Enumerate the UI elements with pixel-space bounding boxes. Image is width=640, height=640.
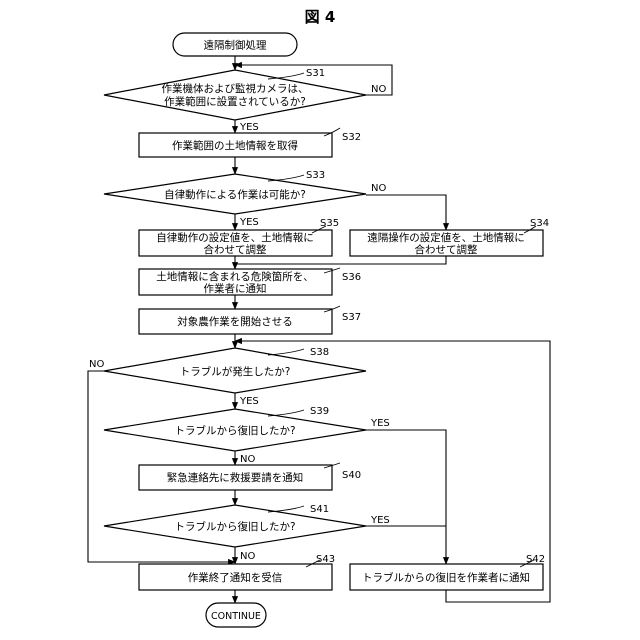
s41-step-label: S41 bbox=[310, 504, 329, 515]
s35-step-label: S35 bbox=[320, 218, 339, 229]
s43-text: 作業終了通知を受信 bbox=[188, 571, 283, 584]
s41-text: トラブルから復旧したか? bbox=[174, 520, 295, 533]
s38-leader bbox=[268, 349, 304, 355]
s36-text-line2: 作業者に通知 bbox=[204, 282, 267, 295]
node-s34: 遠隔操作の設定値を、土地情報に 合わせて調整 S34 bbox=[350, 218, 549, 256]
figure-title: 図 4 bbox=[305, 8, 336, 26]
edge-s39-yes bbox=[366, 430, 446, 564]
s31-step-label: S31 bbox=[306, 68, 325, 79]
s40-step-label: S40 bbox=[342, 470, 361, 481]
s43-step-label: S43 bbox=[316, 554, 335, 565]
node-s41: トラブルから復旧したか? S41 bbox=[104, 504, 366, 547]
end-label: CONTINUE bbox=[211, 611, 261, 622]
s38-no-label: NO bbox=[89, 359, 104, 370]
s32-text: 作業範囲の土地情報を取得 bbox=[172, 139, 298, 152]
s31-no-label: NO bbox=[371, 84, 386, 95]
s39-no-label: NO bbox=[240, 454, 255, 465]
node-s37: 対象農作業を開始させる S37 bbox=[139, 306, 361, 334]
edge-s33-no bbox=[366, 195, 446, 230]
node-start: 遠隔制御処理 bbox=[173, 33, 297, 56]
s31-text-line2: 作業範囲に設置されているか? bbox=[164, 95, 306, 108]
s38-step-label: S38 bbox=[310, 347, 329, 358]
s36-text-line1: 土地情報に含まれる危険箇所を、 bbox=[156, 270, 314, 283]
s38-yes-label: YES bbox=[239, 396, 259, 407]
s35-text-line2: 合わせて調整 bbox=[204, 243, 267, 256]
s36-step-label: S36 bbox=[342, 272, 361, 283]
node-end: CONTINUE bbox=[206, 603, 266, 627]
s39-yes-label: YES bbox=[370, 418, 390, 429]
s35-text-line1: 自律動作の設定値を、土地情報に bbox=[156, 231, 314, 244]
s37-text: 対象農作業を開始させる bbox=[177, 315, 293, 328]
edge-s34-merge bbox=[235, 256, 446, 264]
node-s31: 作業機体および監視カメラは、 作業範囲に設置されているか? S31 bbox=[104, 68, 366, 120]
s34-text-line1: 遠隔操作の設定値を、土地情報に bbox=[367, 231, 525, 244]
node-s43: 作業終了通知を受信 S43 bbox=[139, 554, 335, 590]
s33-leader bbox=[268, 175, 304, 181]
node-s33: 自律動作による作業は可能か? S33 bbox=[104, 170, 366, 214]
node-s40: 緊急連絡先に救援要請を通知 S40 bbox=[139, 463, 361, 490]
s41-leader bbox=[268, 506, 304, 512]
s33-no-label: NO bbox=[371, 183, 386, 194]
node-s42: トラブルからの復旧を作業者に通知 S42 bbox=[350, 554, 545, 590]
s39-leader bbox=[268, 410, 304, 416]
s42-text: トラブルからの復旧を作業者に通知 bbox=[362, 571, 530, 584]
s34-step-label: S34 bbox=[530, 218, 549, 229]
s34-text-line2: 合わせて調整 bbox=[415, 243, 478, 256]
node-s36: 土地情報に含まれる危険箇所を、 作業者に通知 S36 bbox=[139, 268, 361, 295]
s31-diamond bbox=[104, 70, 366, 120]
s31-text-line1: 作業機体および監視カメラは、 bbox=[162, 82, 309, 95]
s33-yes-label: YES bbox=[239, 217, 259, 228]
start-label: 遠隔制御処理 bbox=[204, 39, 267, 52]
node-s38: トラブルが発生したか? S38 bbox=[104, 347, 366, 393]
s39-text: トラブルから復旧したか? bbox=[174, 424, 295, 437]
s40-text: 緊急連絡先に救援要請を通知 bbox=[167, 471, 304, 484]
s31-leader bbox=[268, 73, 304, 79]
s41-yes-label: YES bbox=[370, 515, 390, 526]
s33-step-label: S33 bbox=[306, 170, 325, 181]
s31-yes-label: YES bbox=[239, 122, 259, 133]
s33-text: 自律動作による作業は可能か? bbox=[164, 188, 306, 201]
s41-no-label: NO bbox=[240, 551, 255, 562]
s39-step-label: S39 bbox=[310, 406, 329, 417]
s32-step-label: S32 bbox=[342, 132, 361, 143]
s42-step-label: S42 bbox=[526, 554, 545, 565]
s37-step-label: S37 bbox=[342, 312, 361, 323]
s38-text: トラブルが発生したか? bbox=[180, 365, 291, 378]
node-s39: トラブルから復旧したか? S39 bbox=[104, 406, 366, 451]
